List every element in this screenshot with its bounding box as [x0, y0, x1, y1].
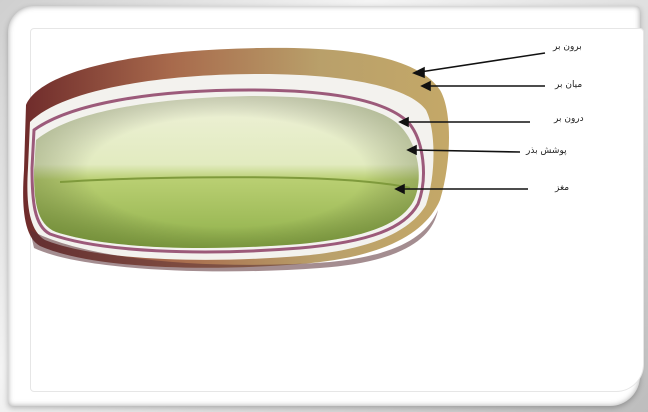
label-endocarp: درون بر [554, 114, 584, 124]
label-mesocarp: میان بر [555, 80, 582, 90]
label-exocarp: برون بر [553, 42, 582, 52]
label-seed-coat: پوشش بذر [526, 146, 567, 156]
label-embryo: مغز [555, 183, 569, 193]
